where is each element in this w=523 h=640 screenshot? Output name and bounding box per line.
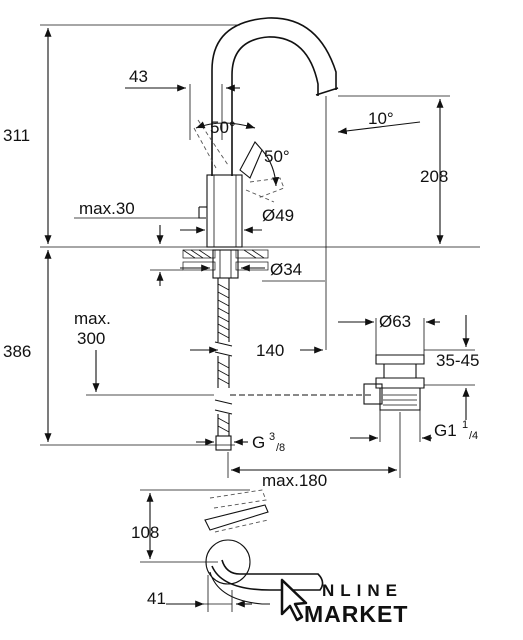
svg-text:G1: G1 xyxy=(434,421,457,440)
label-dia-63: Ø63 xyxy=(379,312,411,331)
logo-line-2: MARKET xyxy=(304,601,408,627)
label-35-45: 35-45 xyxy=(436,351,479,370)
label-311: 311 xyxy=(3,126,30,145)
label-dia-49: Ø49 xyxy=(262,206,294,225)
dim-total-height xyxy=(40,24,480,446)
svg-text:/4: /4 xyxy=(469,430,478,442)
label-angle-50-a: 50° xyxy=(210,118,236,137)
drain-assembly xyxy=(230,354,425,411)
label-300: 300 xyxy=(77,329,105,348)
label-108: 108 xyxy=(131,523,159,542)
label-41: 41 xyxy=(147,589,166,608)
dim-lines xyxy=(74,84,475,478)
label-140: 140 xyxy=(256,341,284,360)
label-angle-50-b: 50° xyxy=(264,147,290,166)
label-g-1-1-4: G1 1 /4 xyxy=(434,419,478,442)
cursor-icon xyxy=(280,578,308,622)
svg-text:1: 1 xyxy=(462,419,468,431)
label-max-30: max.30 xyxy=(79,199,135,218)
logo-line-1: NLINE xyxy=(322,581,403,600)
mounting-section xyxy=(182,249,269,451)
label-386: 386 xyxy=(3,342,31,361)
label-angle-10: 10° xyxy=(368,109,394,128)
label-dia-34: Ø34 xyxy=(270,260,302,279)
label-g-3-8: G 3 /8 xyxy=(252,431,285,454)
svg-text:3: 3 xyxy=(269,431,275,443)
label-max-180: max.180 xyxy=(262,471,327,490)
label-43: 43 xyxy=(129,67,148,86)
label-208: 208 xyxy=(420,167,448,186)
svg-text:/8: /8 xyxy=(276,442,285,454)
svg-text:G: G xyxy=(252,433,265,452)
online-market-logo: NLINE MARKET xyxy=(280,578,408,627)
label-max: max. xyxy=(74,309,111,328)
top-view xyxy=(140,489,324,612)
